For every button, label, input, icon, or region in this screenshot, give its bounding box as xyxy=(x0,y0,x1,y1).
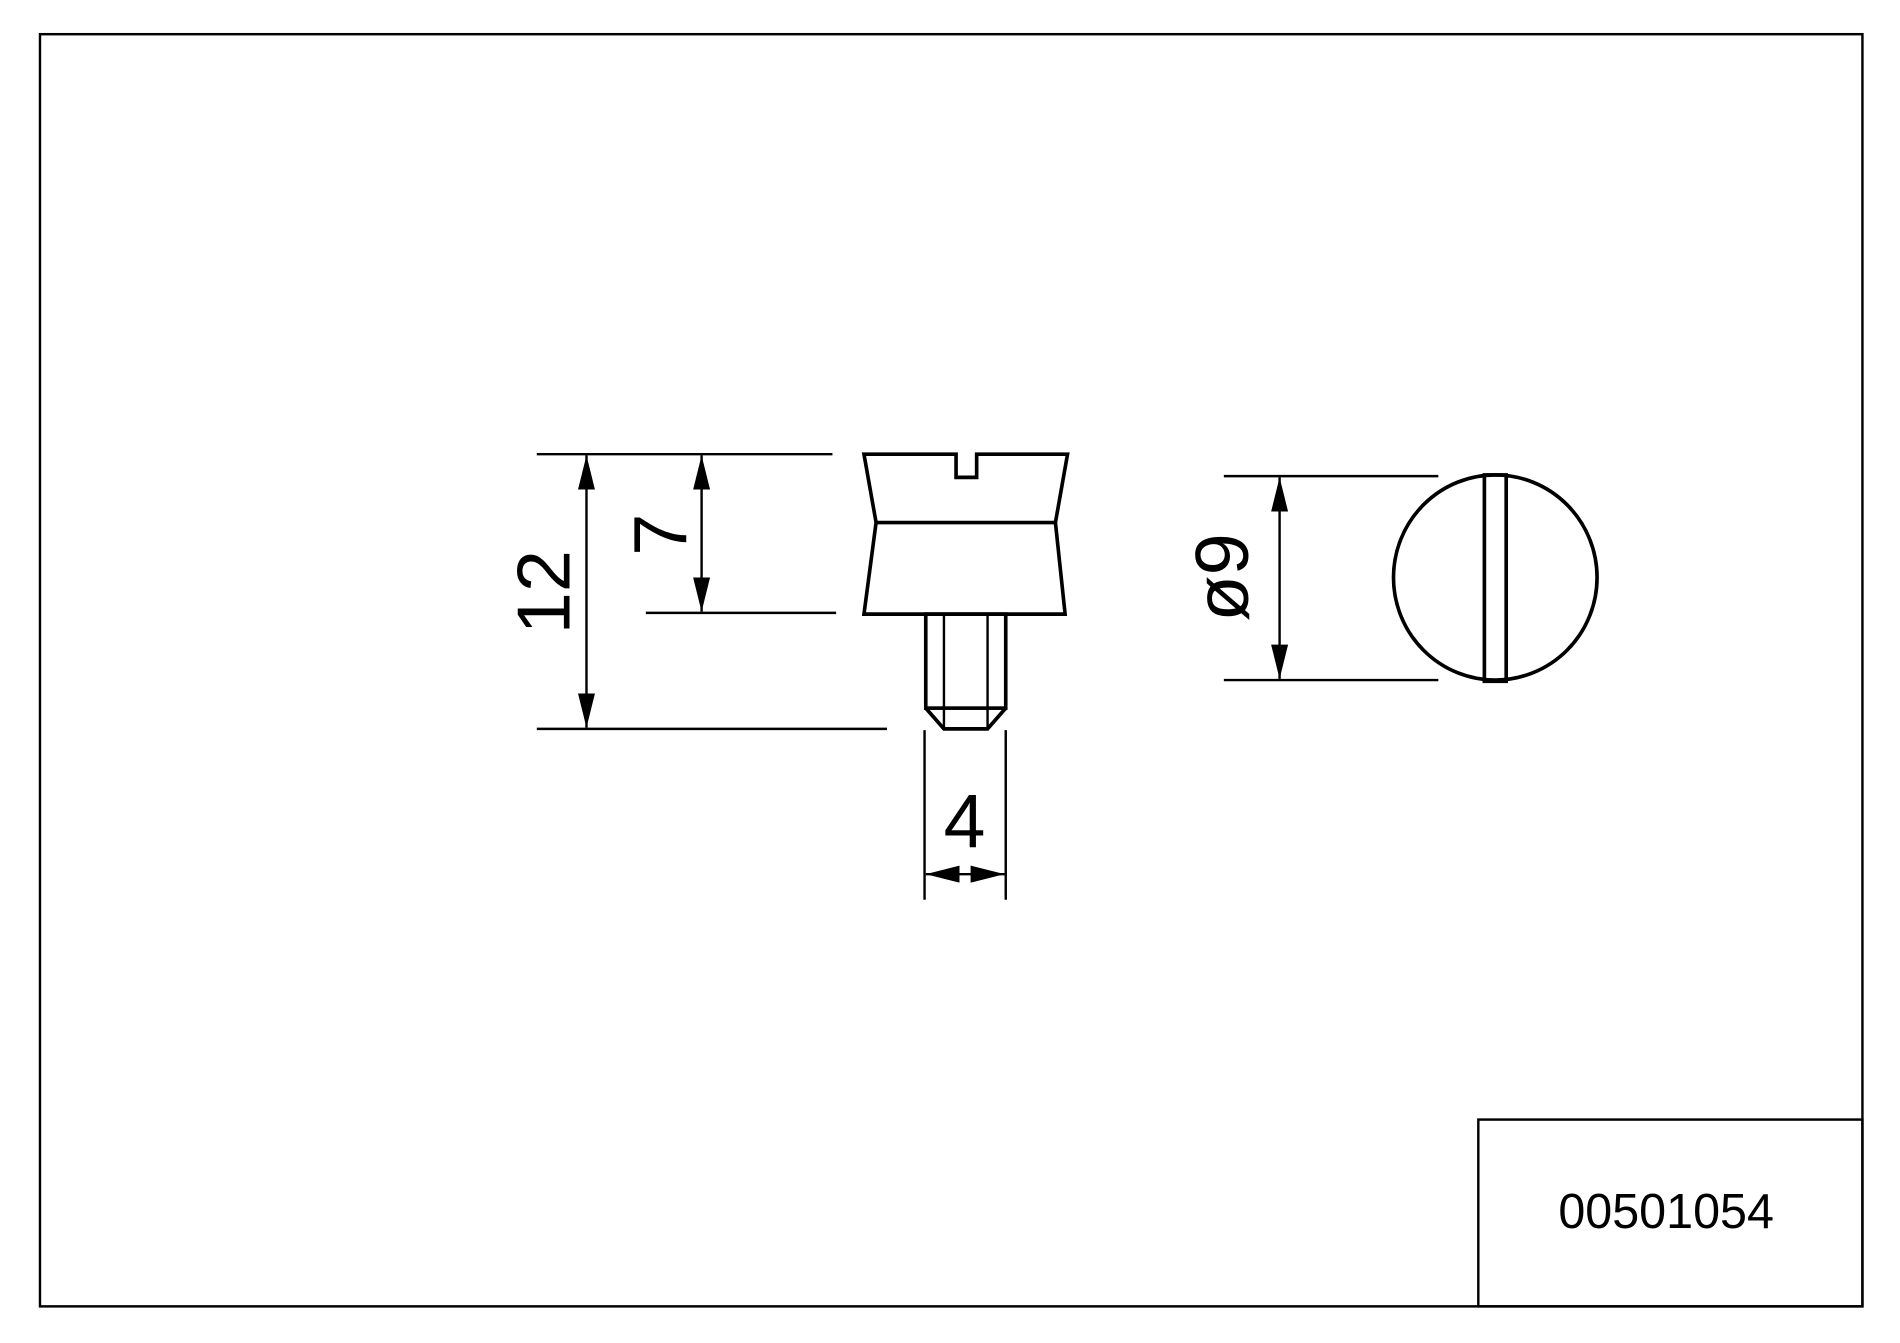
dimension-overall-length: 12 xyxy=(502,452,887,731)
drawing-frame xyxy=(38,32,1864,1308)
title-block: 00501054 xyxy=(1477,1118,1864,1308)
dimension-thread-diameter: 4 xyxy=(923,730,1007,900)
dimension-label-4: 4 xyxy=(944,779,986,863)
screw-side-view xyxy=(861,452,1070,731)
dimension-label-diameter-9: ø9 xyxy=(1180,533,1264,621)
dimension-head-height: 7 xyxy=(618,455,837,615)
screw-top-view xyxy=(1391,473,1599,684)
dimension-head-diameter: ø9 xyxy=(1180,474,1439,682)
dimension-label-12: 12 xyxy=(502,550,586,634)
dimension-label-7: 7 xyxy=(618,514,702,556)
part-number: 00501054 xyxy=(1558,1185,1774,1239)
